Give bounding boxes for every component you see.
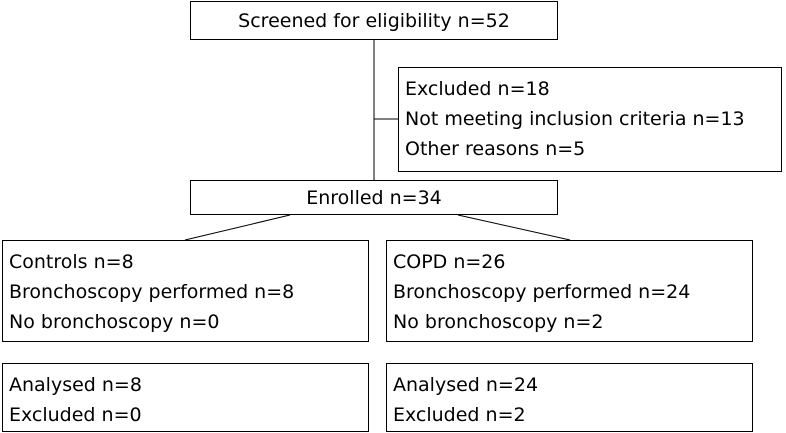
controls-analysis-box: Analysed n=8 Excluded n=0 xyxy=(2,363,369,432)
screened-label: Screened for eligibility n=52 xyxy=(238,9,510,32)
copd-no-bronchoscopy: No bronchoscopy n=2 xyxy=(393,311,604,333)
screened-box: Screened for eligibility n=52 xyxy=(190,1,558,40)
controls-total: Controls n=8 xyxy=(9,251,134,273)
excluded-other-reasons: Other reasons n=5 xyxy=(405,138,586,160)
copd-bronchoscopy-performed: Bronchoscopy performed n=24 xyxy=(393,281,691,303)
copd-analysis-box: Analysed n=24 Excluded n=2 xyxy=(386,363,753,432)
connector-enrolled-to-controls xyxy=(184,214,291,241)
excluded-box: Excluded n=18 Not meeting inclusion crit… xyxy=(398,67,782,172)
controls-bronchoscopy-performed: Bronchoscopy performed n=8 xyxy=(9,281,295,303)
controls-no-bronchoscopy: No bronchoscopy n=0 xyxy=(9,311,220,333)
enrolled-box: Enrolled n=34 xyxy=(190,180,558,215)
controls-excluded: Excluded n=0 xyxy=(9,404,142,426)
controls-analysed: Analysed n=8 xyxy=(9,374,142,396)
excluded-total: Excluded n=18 xyxy=(405,78,550,100)
copd-box: COPD n=26 Bronchoscopy performed n=24 No… xyxy=(386,240,753,342)
controls-box: Controls n=8 Bronchoscopy performed n=8 … xyxy=(2,240,369,342)
copd-analysed: Analysed n=24 xyxy=(393,374,539,396)
excluded-inclusion-criteria: Not meeting inclusion criteria n=13 xyxy=(405,108,745,130)
connector-enrolled-to-copd xyxy=(457,214,571,241)
copd-total: COPD n=26 xyxy=(393,251,506,273)
copd-excluded: Excluded n=2 xyxy=(393,404,526,426)
enrolled-label: Enrolled n=34 xyxy=(306,186,442,209)
